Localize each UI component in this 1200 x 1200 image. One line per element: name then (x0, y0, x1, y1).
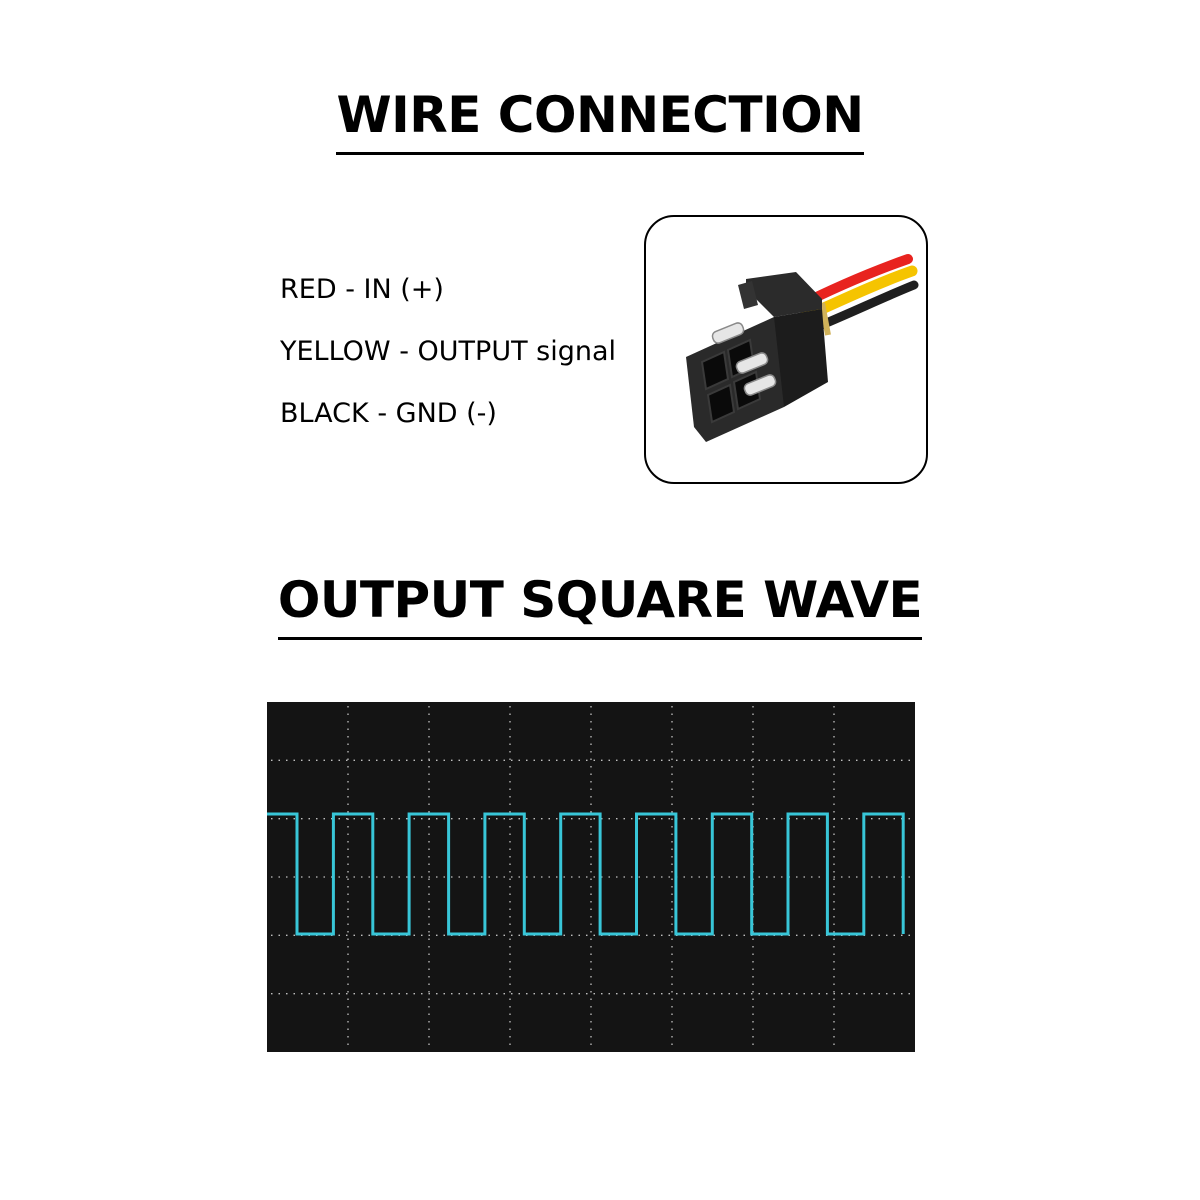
connector-illustration (686, 254, 919, 442)
metal-pins (711, 322, 777, 396)
output-square-wave-heading: OUTPUT SQUARE WAVE (0, 575, 1200, 640)
connector-photo (644, 215, 928, 484)
oscilloscope-screen (267, 702, 915, 1052)
wire-connection-title: WIRE CONNECTION (336, 90, 864, 155)
output-square-wave-title: OUTPUT SQUARE WAVE (277, 575, 923, 640)
wire-connection-heading: WIRE CONNECTION (0, 90, 1200, 155)
wire-color-legend: RED - IN (+) YELLOW - OUTPUT signal BLAC… (280, 270, 616, 456)
connector-top-face (746, 272, 822, 317)
square-wave-trace (267, 812, 905, 936)
pin-holes (700, 338, 762, 424)
wire-yellow-label: YELLOW - OUTPUT signal (280, 336, 617, 367)
oscilloscope-display (267, 706, 911, 1048)
wire-red-label: RED - IN (+) (280, 274, 444, 305)
wire-black-label: BLACK - GND (-) (280, 398, 497, 429)
scope-grid (271, 706, 911, 1048)
connector-side-face (774, 309, 828, 407)
